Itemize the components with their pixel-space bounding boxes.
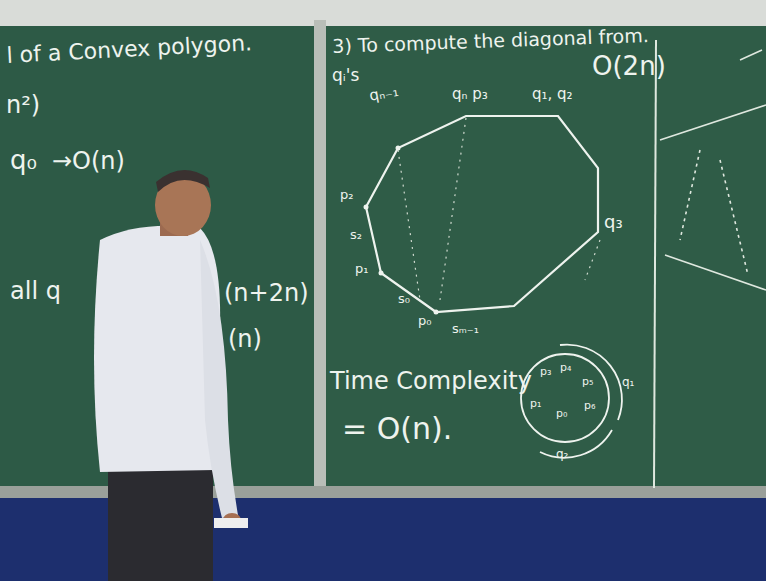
chalk-text: n²) xyxy=(6,92,40,118)
chalk-text: q₂ xyxy=(556,448,568,461)
chalk-text: = O(n). xyxy=(342,412,452,445)
chalk-text: p₅ xyxy=(582,376,593,388)
right-sketch xyxy=(660,50,766,290)
chalk-text: qₙ p₃ xyxy=(452,86,488,103)
chalk-text: (n+2n) xyxy=(224,280,309,306)
outer-arc xyxy=(540,430,612,458)
outer-arc xyxy=(560,345,622,420)
chalk-text: all q xyxy=(10,278,61,304)
top-frame xyxy=(0,0,766,26)
chalk-text: s₂ xyxy=(350,228,362,242)
chalk-divider xyxy=(654,40,656,488)
convex-polygon xyxy=(366,116,598,312)
chalk-text: qᵢ's xyxy=(332,66,359,85)
lecturer xyxy=(94,170,248,581)
chalk-text: qₙ₋₁ xyxy=(368,83,400,104)
left-board xyxy=(0,26,314,486)
vertex-dots xyxy=(364,146,439,315)
middle-board xyxy=(326,26,766,494)
chalk-text: sₘ₋₁ xyxy=(452,322,479,336)
chalk-text: p₁ xyxy=(530,398,541,410)
chalk-text: p₆ xyxy=(584,400,595,412)
chalk-text: (n) xyxy=(228,326,262,352)
chalk-text: →O(n) xyxy=(52,148,125,174)
chalk-text: q₃ xyxy=(604,212,623,232)
chalk-text: p₁ xyxy=(355,262,368,276)
chalk-text: p₀ xyxy=(556,408,567,420)
chalk-text: Time Complexity xyxy=(330,368,532,394)
chalk-text: O(2n) xyxy=(592,52,666,81)
chalk-text: p₂ xyxy=(340,188,353,202)
board-divider xyxy=(314,20,326,490)
chalk-text: q₀ xyxy=(10,146,37,175)
chalk-text: q₁, q₂ xyxy=(532,86,573,103)
chalk-text: p₄ xyxy=(560,362,571,374)
inner-circle xyxy=(521,354,609,442)
chalk-text: p₀ xyxy=(418,314,431,328)
chalk-text: l of a Convex polygon. xyxy=(6,31,253,68)
chalk-text: p₃ xyxy=(540,366,551,378)
diagonals xyxy=(398,118,600,300)
chalk-text: s₀ xyxy=(398,292,410,306)
chalk-text: q₁ xyxy=(622,376,634,389)
